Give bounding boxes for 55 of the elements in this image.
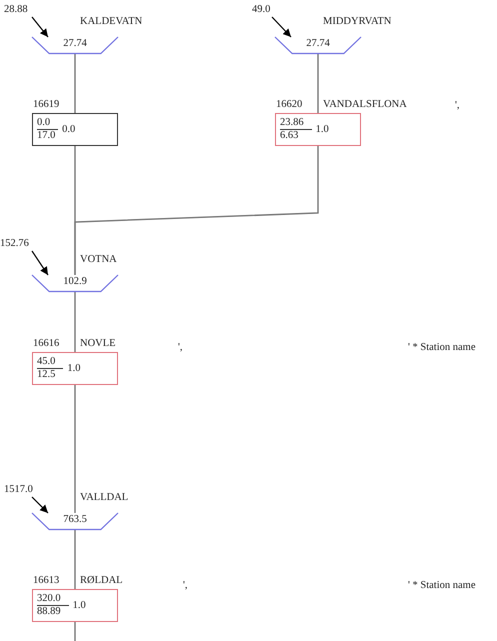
reservoir-symbol [275,37,361,54]
station-id: 16616 [33,338,60,350]
numerator-value: 0.0 [37,117,58,130]
numerator-value: 23.86 [280,117,312,130]
note-text: ' * Station name [408,580,476,592]
station-box [32,589,118,622]
inflow-value: 1517.0 [4,484,36,496]
waterway-line [74,146,319,275]
denominator-value: 17.0 [37,130,56,142]
station-box [32,113,118,146]
station-name: VANDALSFLONA [323,99,407,111]
reservoir-name: MIDDYRVATN [323,16,392,28]
station-box [32,352,118,385]
reservoir-name: VOTNA [80,254,117,266]
station-name: RØLDAL [80,575,123,587]
station-box [275,113,361,146]
note-text: ', [178,342,183,354]
station-id: 16619 [33,99,60,111]
reservoir-name: VALLDAL [80,492,128,504]
denominator-value: 88.89 [37,606,62,618]
waterway-line [74,622,76,641]
station-id: 16620 [276,99,302,111]
station-value: 1.0 [316,124,329,135]
numerator-value: 320.0 [37,593,69,606]
station-value: 0.0 [62,124,76,135]
waterway-line [74,530,76,589]
reservoir-symbol [32,275,118,292]
reservoir-level: 27.74 [305,38,331,49]
station-value: 1.0 [67,363,80,374]
station-name: NOVLE [80,338,116,350]
waterway-line [74,292,76,352]
inflow-arrow [32,250,48,276]
reservoir-level: 763.5 [62,514,88,525]
inflow-arrow [32,496,48,514]
station-id: 16613 [33,575,60,587]
denominator-value: 6.63 [280,130,300,142]
waterway-line [74,54,76,113]
inflow-arrow [272,16,292,38]
reservoir-level: 102.9 [62,276,88,287]
reservoir-symbol [32,513,118,530]
note-text: ', [183,580,188,592]
station-value: 1.0 [72,600,86,611]
denominator-value: 12.5 [37,369,56,381]
inflow-value: 28.88 [4,4,36,16]
inflow-arrow [32,16,48,38]
reservoir-symbol [32,37,118,54]
reservoir-level: 27.74 [62,38,88,49]
note-text: ' * Station name [408,342,476,354]
numerator-value: 45.0 [37,356,64,369]
reservoir-name: KALDEVATN [80,16,142,28]
waterway-line [74,385,76,513]
waterway-line [317,54,319,113]
note-text: ', [455,100,460,112]
inflow-value: 49.0 [252,4,276,16]
inflow-value: 152.76 [0,238,36,250]
